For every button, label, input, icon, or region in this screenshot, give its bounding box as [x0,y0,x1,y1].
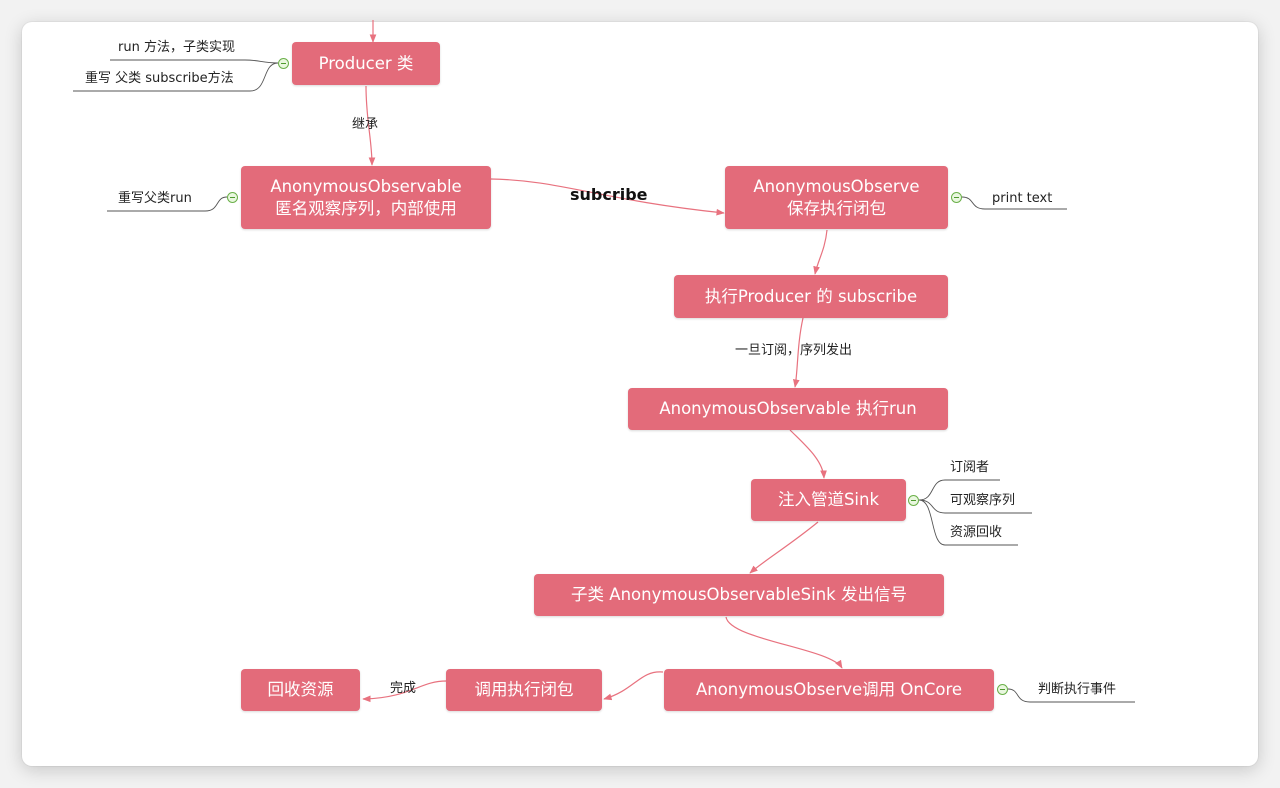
edge-anon-run-to-sink [789,429,827,479]
collapse-toggle-anonymous-observable[interactable] [227,192,238,203]
branch-override-run [107,196,228,212]
node-exec-producer-subscribe[interactable]: 执行Producer 的 subscribe [674,275,948,318]
collapse-toggle-inject-sink[interactable] [908,495,919,506]
annotation-resource-recycle[interactable]: 资源回收 [950,525,1003,540]
edge-observe-to-exec-producer [813,229,828,275]
edge-label-inherit: 继承 [352,117,379,132]
annotation-override-subscribe[interactable]: 重写 父类 subscribe方法 [85,71,234,86]
node-anonymous-observable-line2: 匿名观察序列，内部使用 [275,198,457,218]
edge-label-subcribe: subcribe [570,185,648,204]
edge-call-closure-to-recycle [362,680,447,703]
edge-exec-producer-to-anon-run [793,317,804,388]
edge-anon-observable-to-observe [490,178,725,216]
node-call-closure[interactable]: 调用执行闭包 [446,669,602,711]
annotation-run-method[interactable]: run 方法，子类实现 [118,40,235,55]
edge-label-once-subscribed: 一旦订阅，序列发出 [735,343,853,358]
node-anonymous-observe-line1: AnonymousObserve [753,176,920,196]
node-call-closure-label: 调用执行闭包 [474,680,574,699]
annotation-override-run[interactable]: 重写父类run [118,191,192,206]
annotation-observable-sequence[interactable]: 可观察序列 [950,493,1016,508]
branch-observable-seq [918,499,1032,514]
annotation-print-text[interactable]: print text [992,191,1053,206]
edge-subclass-sink-to-oncore [725,616,843,669]
node-recycle-resource[interactable]: 回收资源 [241,669,360,711]
node-observe-oncore-label: AnonymousObserve调用 OnCore [695,680,963,699]
node-exec-producer-subscribe-label: 执行Producer 的 subscribe [704,286,918,306]
node-observe-oncore[interactable]: AnonymousObserve调用 OnCore [664,669,994,711]
node-producer[interactable]: Producer 类 [292,42,440,85]
collapse-toggle-producer[interactable] [278,58,289,69]
node-anonymous-observe[interactable]: AnonymousObserve 保存执行闭包 [725,166,948,229]
node-subclass-sink-label: 子类 AnonymousObservableSink 发出信号 [571,585,907,604]
branch-judge-event [1007,688,1135,703]
branch-run-method [110,59,279,64]
node-producer-label: Producer 类 [318,53,414,73]
node-anonymous-observable[interactable]: AnonymousObservable 匿名观察序列，内部使用 [241,166,491,229]
collapse-toggle-anonymous-observe[interactable] [951,192,962,203]
node-anonymous-observable-run[interactable]: AnonymousObservable 执行run [628,388,948,430]
edge-producer-to-anon-observable [365,85,376,166]
node-recycle-resource-label: 回收资源 [267,680,334,699]
node-inject-sink-label: 注入管道Sink [777,490,880,509]
branch-subscriber [918,479,1000,501]
node-anonymous-observable-run-label: AnonymousObservable 执行run [659,399,917,418]
edge-label-complete: 完成 [390,681,417,696]
branch-resource-recycle [918,499,1018,546]
annotation-judge-event[interactable]: 判断执行事件 [1038,682,1117,697]
node-anonymous-observe-line2: 保存执行闭包 [787,198,886,218]
branch-print-text [961,196,1067,210]
node-subclass-sink[interactable]: 子类 AnonymousObservableSink 发出信号 [534,574,944,616]
branch-override-subscribe [73,62,279,92]
collapse-toggle-observe-oncore[interactable] [997,684,1008,695]
node-inject-sink[interactable]: 注入管道Sink [751,479,906,521]
edge-oncore-to-call-closure [603,671,664,701]
edge-sink-to-subclass-sink [749,521,819,574]
node-anonymous-observable-line1: AnonymousObservable [270,176,462,196]
annotation-subscriber[interactable]: 订阅者 [950,460,990,475]
